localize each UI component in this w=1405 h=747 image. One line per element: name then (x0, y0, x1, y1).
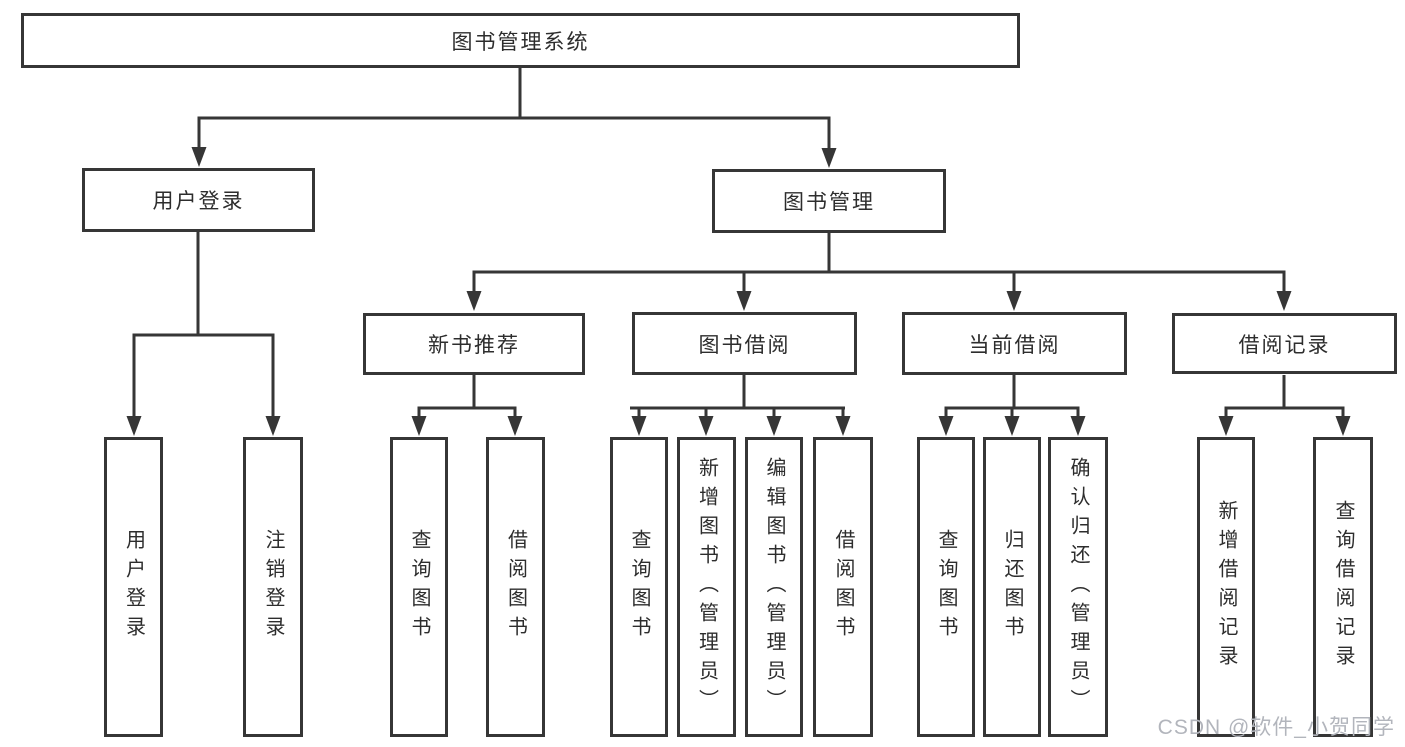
leaf-query-books-recommend: 查询图书 (390, 437, 448, 737)
leaf-confirm-return-admin: 确认归还（管理员） (1048, 437, 1108, 737)
leaf-add-borrow-record: 新增借阅记录 (1197, 437, 1255, 737)
csdn-watermark: CSDN @软件_小贺同学 (1157, 716, 1395, 739)
leaf-query-books-current: 查询图书 (917, 437, 975, 737)
leaf-query-books-borrowing: 查询图书 (610, 437, 668, 737)
leaf-return-books: 归还图书 (983, 437, 1041, 737)
leaf-borrow-books: 借阅图书 (813, 437, 873, 737)
node-new-book-recommend: 新书推荐 (363, 313, 585, 375)
leaf-logout: 注销登录 (243, 437, 303, 737)
leaf-edit-books-admin: 编辑图书（管理员） (745, 437, 803, 737)
node-book-borrowing: 图书借阅 (632, 312, 857, 375)
leaf-query-borrow-record: 查询借阅记录 (1313, 437, 1373, 737)
node-current-borrowing: 当前借阅 (902, 312, 1127, 375)
node-borrowing-records: 借阅记录 (1172, 313, 1397, 374)
leaf-add-books-admin: 新增图书（管理员） (677, 437, 736, 737)
node-user-login-branch: 用户登录 (82, 168, 315, 232)
leaf-user-login: 用户登录 (104, 437, 163, 737)
node-library-management-system: 图书管理系统 (21, 13, 1020, 68)
node-book-management-branch: 图书管理 (712, 169, 946, 233)
leaf-borrow-books-recommend: 借阅图书 (486, 437, 545, 737)
